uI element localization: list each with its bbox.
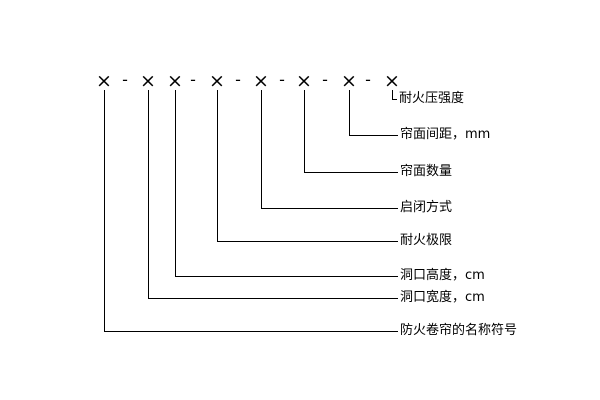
label-opening-method: 启闭方式 xyxy=(400,200,453,215)
code-symbol-height: × xyxy=(167,70,183,92)
label-fire-limit: 耐火极限 xyxy=(400,233,453,248)
code-symbol-count: × xyxy=(296,70,312,92)
code-separator: - xyxy=(235,70,241,89)
label-fire-pressure-strength: 耐火压强度 xyxy=(399,91,465,106)
code-symbol-fire-pressure: × xyxy=(384,70,400,92)
code-symbol-fire-limit: × xyxy=(209,70,225,92)
code-separator: - xyxy=(322,70,328,89)
label-opening-height: 洞口高度，cm xyxy=(400,268,485,283)
code-separator: - xyxy=(122,70,128,89)
code-separator: - xyxy=(365,70,371,89)
code-symbol-opening-method: × xyxy=(253,70,269,92)
code-separator: - xyxy=(279,70,285,89)
code-symbol-width: × xyxy=(140,70,156,92)
code-separator: - xyxy=(190,70,196,89)
code-symbol-name: × xyxy=(96,70,112,92)
label-spacing: 帘面间距，mm xyxy=(400,127,491,142)
code-symbol-spacing: × xyxy=(341,70,357,92)
label-count: 帘面数量 xyxy=(400,164,453,179)
label-name-code: 防火卷帘的名称符号 xyxy=(400,323,518,338)
label-opening-width: 洞口宽度，cm xyxy=(400,290,485,305)
